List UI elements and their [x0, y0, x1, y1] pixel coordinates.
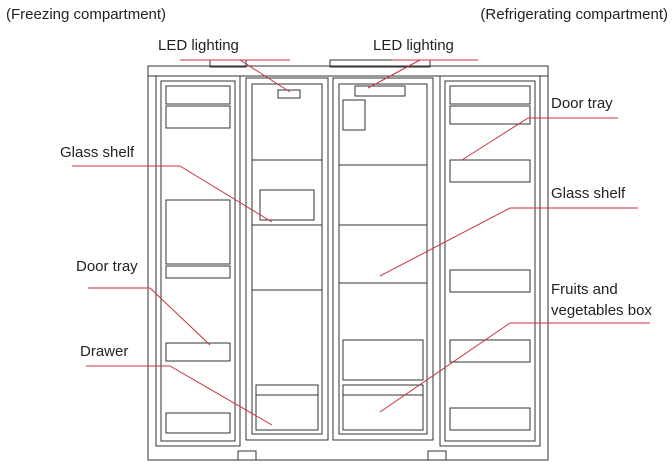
- refrigerating-compartment-label: (Refrigerating compartment): [480, 6, 668, 23]
- freezer-door: [155, 75, 241, 447]
- freezer-compartment: [245, 77, 329, 441]
- fridge-door: [439, 75, 541, 447]
- door-tray-right-label: Door tray: [551, 95, 613, 112]
- freezer-drawer: [255, 384, 319, 431]
- led-lighting-right-label: LED lighting: [373, 37, 454, 54]
- door-tray-left-label: Door tray: [76, 258, 138, 275]
- freezer-led: [277, 89, 301, 99]
- fruits-vegetables-box-label: Fruits and vegetables box: [551, 279, 652, 321]
- led-lighting-left-label: LED lighting: [158, 37, 239, 54]
- fridge-vegetable-box: [342, 384, 424, 431]
- cabinet-outline: [147, 65, 549, 461]
- fridge-led: [354, 85, 406, 97]
- freezer-door-tray: [165, 342, 231, 362]
- freezing-compartment-label: (Freezing compartment): [6, 6, 167, 23]
- fruits-label-line1: Fruits and: [551, 281, 618, 298]
- bottom-hinge-right: [427, 450, 447, 461]
- glass-shelf-left-label: Glass shelf: [60, 144, 135, 161]
- glass-shelf-right-label: Glass shelf: [551, 185, 626, 202]
- top-hinge-right: [329, 59, 431, 68]
- fridge-compartment: [332, 77, 434, 441]
- fridge-door-tray: [449, 105, 531, 125]
- drawer-label: Drawer: [80, 343, 129, 360]
- fruits-label-line2: vegetables box: [551, 302, 652, 319]
- bottom-hinge-left: [237, 450, 257, 461]
